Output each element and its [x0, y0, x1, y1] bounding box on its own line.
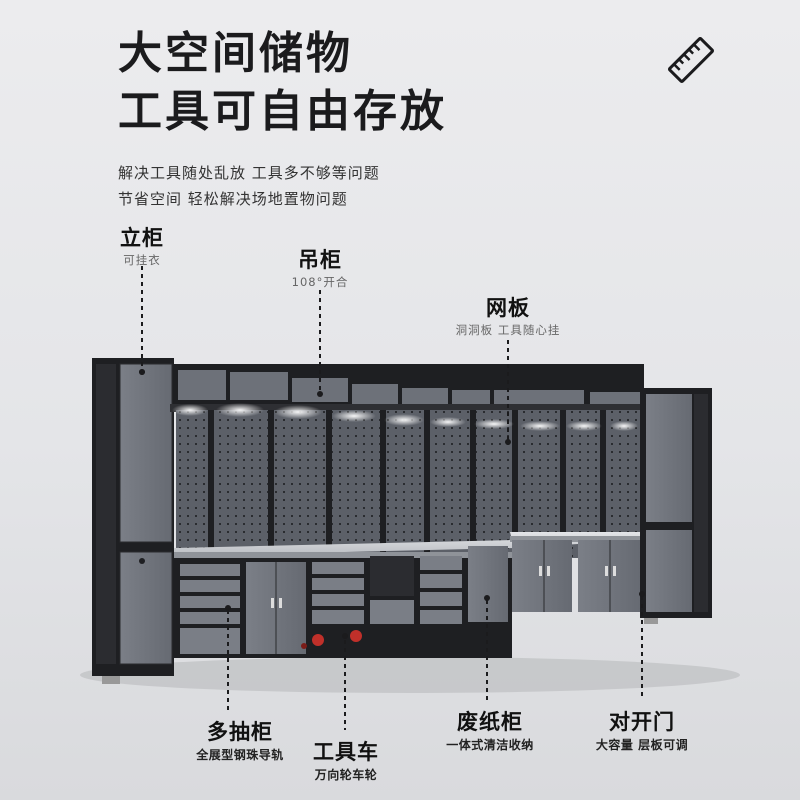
hanging-cabinet-title: 吊柜: [297, 248, 342, 272]
callout-dots: [139, 369, 645, 639]
double-door-title: 对开门: [609, 710, 675, 734]
left-tall-cabinet: [92, 358, 174, 684]
hanging-cabinet-subtitle: 108°开合: [291, 275, 349, 289]
waste-cabinet-subtitle: 一体式清洁收纳: [446, 738, 534, 752]
headline-line1: 大空间储物: [118, 28, 353, 79]
callout-tall-cabinet: 立柜 可挂衣: [120, 222, 164, 268]
right-tall-cabinet: [640, 388, 712, 624]
subtext-line2: 节省空间 轻松解决场地置物问题: [118, 190, 348, 208]
tall-cabinet-title: 立柜: [120, 226, 164, 250]
ruler-icon: [665, 34, 717, 86]
drawer-cabinet-title: 多抽柜: [206, 720, 273, 744]
callout-drawer-cabinet: 多抽柜 全展型钢珠导轨: [196, 716, 284, 763]
tool-cart-subtitle: 万向轮车轮: [314, 768, 378, 782]
tool-cart-title: 工具车: [313, 740, 379, 764]
callout-pegboard: 网板 洞洞板 工具随心挂: [456, 292, 561, 338]
callout-hanging-cabinet: 吊柜 108°开合: [292, 244, 349, 290]
tall-cabinet-subtitle: 可挂衣: [123, 253, 161, 267]
double-door-subtitle: 大容量 层板可调: [595, 738, 689, 752]
callout-waste-cabinet: 废纸柜 一体式清洁收纳: [446, 706, 534, 753]
callout-tool-cart: 工具车 万向轮车轮: [313, 736, 379, 783]
worktop: [174, 532, 642, 558]
pegboard-title: 网板: [486, 296, 530, 320]
drawer-cabinet-subtitle: 全展型钢珠导轨: [196, 748, 284, 762]
pegboard-subtitle: 洞洞板 工具随心挂: [455, 323, 561, 337]
subtext-line1: 解决工具随处乱放 工具多不够等问题: [118, 164, 380, 182]
callout-double-door: 对开门 大容量 层板可调: [596, 706, 688, 753]
headline-line2: 工具可自由存放: [118, 86, 447, 137]
callout-lines: [141, 266, 643, 730]
waste-cabinet-title: 废纸柜: [456, 710, 523, 734]
